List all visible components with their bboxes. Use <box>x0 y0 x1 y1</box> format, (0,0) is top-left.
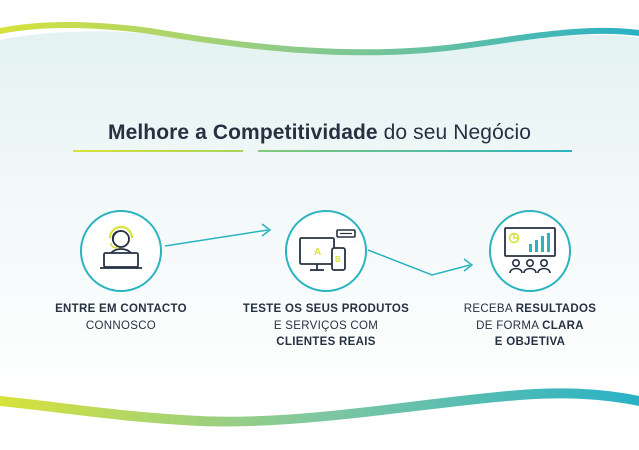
results-presentation-icon <box>489 210 571 292</box>
step-1-text: ENTRE EM CONTACTO CONNOSCO <box>11 301 231 334</box>
step-1-line-1: ENTRE EM CONTACTO <box>55 303 187 315</box>
title-light: do seu Negócio <box>383 121 531 144</box>
step-3-text: RECEBA RESULTADOS DE FORMA CLARA E OBJET… <box>420 301 639 351</box>
step-3-line-2-bold: CLARA <box>542 319 584 332</box>
step-2-line-1: TESTE OS SEUS PRODUTOS <box>242 303 410 315</box>
label-a: A <box>314 247 321 258</box>
step-3-line-1-bold: RESULTADOS <box>515 303 597 315</box>
title-underline-right <box>258 150 572 152</box>
title-bold: Melhore a Competitividade <box>108 121 378 144</box>
headset-support-icon <box>80 210 162 292</box>
label-b: B <box>335 255 341 264</box>
step-2-text: TESTE OS SEUS PRODUTOS E SERVIÇOS COM CL… <box>216 301 436 351</box>
title-underline-left <box>73 150 243 152</box>
ab-testing-devices-icon: A B <box>285 210 367 292</box>
step-2-line-3: CLIENTES REAIS <box>276 336 376 348</box>
step-3-line-1: RECEBA RESULTADOS <box>420 301 639 318</box>
step-3-line-1-normal: RECEBA <box>463 303 516 315</box>
step-3-line-3: E OBJETIVA <box>494 336 566 348</box>
step-2-line-2: E SERVIÇOS COM <box>273 319 379 332</box>
step-3-line-2: DE FORMA CLARA <box>420 318 639 335</box>
step-1-line-2: CONNOSCO <box>85 319 157 332</box>
step-3-line-2-normal: DE FORMA <box>476 319 543 332</box>
page-title: Melhore a Competitividade do seu Negócio <box>0 121 639 145</box>
